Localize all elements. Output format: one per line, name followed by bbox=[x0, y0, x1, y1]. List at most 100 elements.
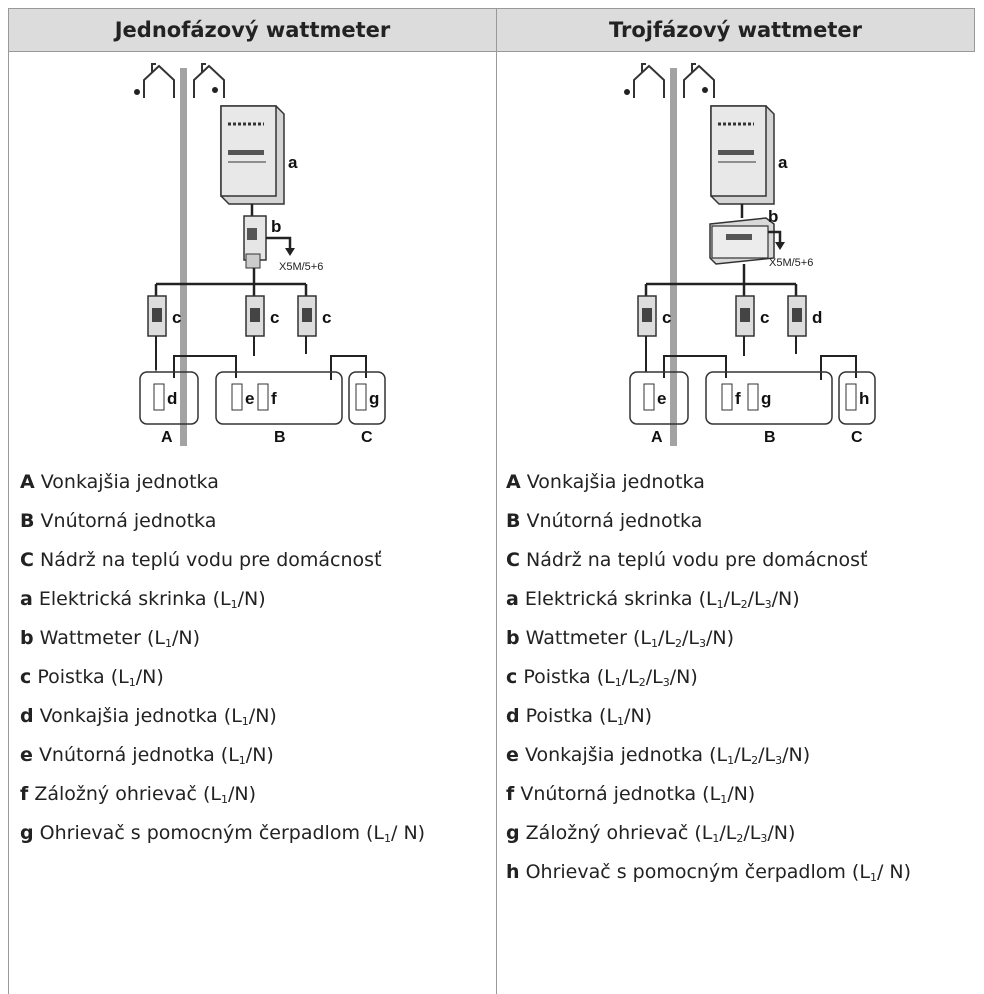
legend-key: e bbox=[20, 744, 33, 766]
label-d-breaker: d bbox=[812, 308, 822, 327]
legend-key: B bbox=[506, 510, 521, 532]
legend-key: d bbox=[20, 705, 34, 727]
legend-key: c bbox=[20, 666, 32, 688]
legend-item-A: A Vonkajšia jednotka bbox=[506, 470, 968, 494]
legend-item-C: C Nádrž na teplú vodu pre domácnosť bbox=[506, 548, 968, 572]
label-c1: c bbox=[662, 308, 671, 327]
label-c3: c bbox=[322, 308, 331, 327]
legend-item-A: A Vonkajšia jednotka bbox=[20, 470, 490, 494]
label-f: f bbox=[271, 389, 277, 408]
legend-text: Ohrievač s pomocným čerpadlom (L1/ N) bbox=[39, 822, 426, 845]
label-b: b bbox=[768, 207, 778, 226]
legend-text: Elektrická skrinka (L1/N) bbox=[38, 588, 266, 611]
header-three-phase: Trojfázový wattmeter bbox=[496, 8, 975, 52]
legend-text: Ohrievač s pomocným čerpadlom (L1/ N) bbox=[525, 861, 912, 884]
electric-cabinet-icon bbox=[220, 105, 285, 205]
unit-B-box bbox=[705, 371, 833, 425]
label-a: a bbox=[778, 153, 788, 172]
legend-text: Wattmeter (L1/N) bbox=[39, 627, 200, 650]
legend-key: A bbox=[506, 471, 521, 493]
terminal-label: X5M/5+6 bbox=[279, 261, 323, 273]
legend-item-h: h Ohrievač s pomocným čerpadlom (L1/ N) bbox=[506, 860, 968, 884]
legend-key: c bbox=[506, 666, 518, 688]
label-b: b bbox=[271, 217, 281, 236]
legend-item-e: e Vnútorná jednotka (L1/N) bbox=[20, 743, 490, 767]
label-c1: c bbox=[172, 308, 181, 327]
legend-text: Vonkajšia jednotka (L1/L2/L3/N) bbox=[524, 744, 811, 767]
legend-item-B: B Vnútorná jednotka bbox=[506, 509, 968, 533]
legend-key: g bbox=[20, 822, 34, 844]
legend-item-g: g Záložný ohrievač (L1/L2/L3/N) bbox=[506, 821, 968, 845]
legend-text: Nádrž na teplú vodu pre domácnosť bbox=[40, 549, 382, 571]
legend-key: e bbox=[506, 744, 519, 766]
legend-key: g bbox=[506, 822, 520, 844]
label-g: g bbox=[369, 389, 379, 408]
legend-item-a: a Elektrická skrinka (L1/L2/L3/N) bbox=[506, 587, 968, 611]
label-h: h bbox=[859, 389, 869, 408]
unit-A-box bbox=[629, 371, 689, 425]
legend-text: Poistka (L1/L2/L3/N) bbox=[523, 666, 698, 689]
label-A: A bbox=[651, 429, 663, 446]
three-phase-diagram: a b X5M/5+6 c c d bbox=[624, 63, 876, 446]
legend-text: Poistka (L1/N) bbox=[525, 705, 653, 728]
legend-text: Vnútorná jednotka bbox=[526, 510, 703, 532]
legend-text: Vonkajšia jednotka bbox=[40, 471, 219, 493]
legend-key: b bbox=[20, 627, 34, 649]
legend-item-d: d Vonkajšia jednotka (L1/N) bbox=[20, 704, 490, 728]
legend-item-e: e Vonkajšia jednotka (L1/L2/L3/N) bbox=[506, 743, 968, 767]
electric-cabinet-icon bbox=[710, 105, 775, 205]
wall bbox=[180, 68, 187, 446]
legend-key: h bbox=[506, 861, 520, 883]
legend-item-c: c Poistka (L1/L2/L3/N) bbox=[506, 665, 968, 689]
legend-text: Nádrž na teplú vodu pre domácnosť bbox=[526, 549, 868, 571]
legend-key: A bbox=[20, 471, 35, 493]
legend-text: Wattmeter (L1/L2/L3/N) bbox=[525, 627, 734, 650]
legend-text: Vnútorná jednotka bbox=[40, 510, 217, 532]
legend-text: Poistka (L1/N) bbox=[37, 666, 164, 689]
wattmeter-icon bbox=[243, 215, 267, 269]
label-c2: c bbox=[270, 308, 279, 327]
label-C: C bbox=[361, 429, 373, 446]
legend-text: Vnútorná jednotka (L1/N) bbox=[38, 744, 274, 767]
label-d: d bbox=[167, 389, 177, 408]
legend-item-a: a Elektrická skrinka (L1/N) bbox=[20, 587, 490, 611]
legend-key: B bbox=[20, 510, 35, 532]
unit-C-box bbox=[838, 371, 876, 425]
legend-key: f bbox=[20, 783, 29, 805]
legend-item-c: c Poistka (L1/N) bbox=[20, 665, 490, 689]
legend-item-g: g Ohrievač s pomocným čerpadlom (L1/ N) bbox=[20, 821, 490, 845]
legend-text: Vonkajšia jednotka bbox=[526, 471, 705, 493]
wall bbox=[670, 68, 677, 446]
label-f: f bbox=[735, 389, 741, 408]
legend-key: C bbox=[20, 549, 34, 571]
legend-key: a bbox=[506, 588, 519, 610]
legend-item-B: B Vnútorná jednotka bbox=[20, 509, 490, 533]
legend-item-d: d Poistka (L1/N) bbox=[506, 704, 968, 728]
left-border bbox=[8, 52, 9, 994]
label-a: a bbox=[288, 153, 298, 172]
three-phase-wattmeter-icon bbox=[709, 217, 775, 265]
legend-key: f bbox=[506, 783, 515, 805]
header-single-phase: Jednofázový wattmeter bbox=[8, 8, 497, 52]
unit-A-box bbox=[139, 371, 199, 425]
unit-B-box bbox=[215, 371, 343, 425]
legend-key: d bbox=[506, 705, 520, 727]
legend-key: b bbox=[506, 627, 520, 649]
legend-key: a bbox=[20, 588, 33, 610]
terminal-label: X5M/5+6 bbox=[769, 257, 813, 269]
legend-key: C bbox=[506, 549, 520, 571]
label-e: e bbox=[657, 389, 666, 408]
column-divider bbox=[496, 52, 497, 994]
legend-item-b: b Wattmeter (L1/L2/L3/N) bbox=[506, 626, 968, 650]
label-c2: c bbox=[760, 308, 769, 327]
indoor-house-icon bbox=[193, 63, 225, 98]
single-phase-diagram: a b X5M/5+6 c c c bbox=[134, 63, 386, 446]
indoor-house-icon bbox=[683, 63, 715, 98]
legend-text: Vnútorná jednotka (L1/N) bbox=[520, 783, 756, 806]
legend-item-f: f Záložný ohrievač (L1/N) bbox=[20, 782, 490, 806]
label-A: A bbox=[161, 429, 173, 446]
label-e: e bbox=[245, 389, 254, 408]
label-B: B bbox=[274, 429, 286, 446]
legend-item-b: b Wattmeter (L1/N) bbox=[20, 626, 490, 650]
legend-text: Elektrická skrinka (L1/L2/L3/N) bbox=[524, 588, 800, 611]
